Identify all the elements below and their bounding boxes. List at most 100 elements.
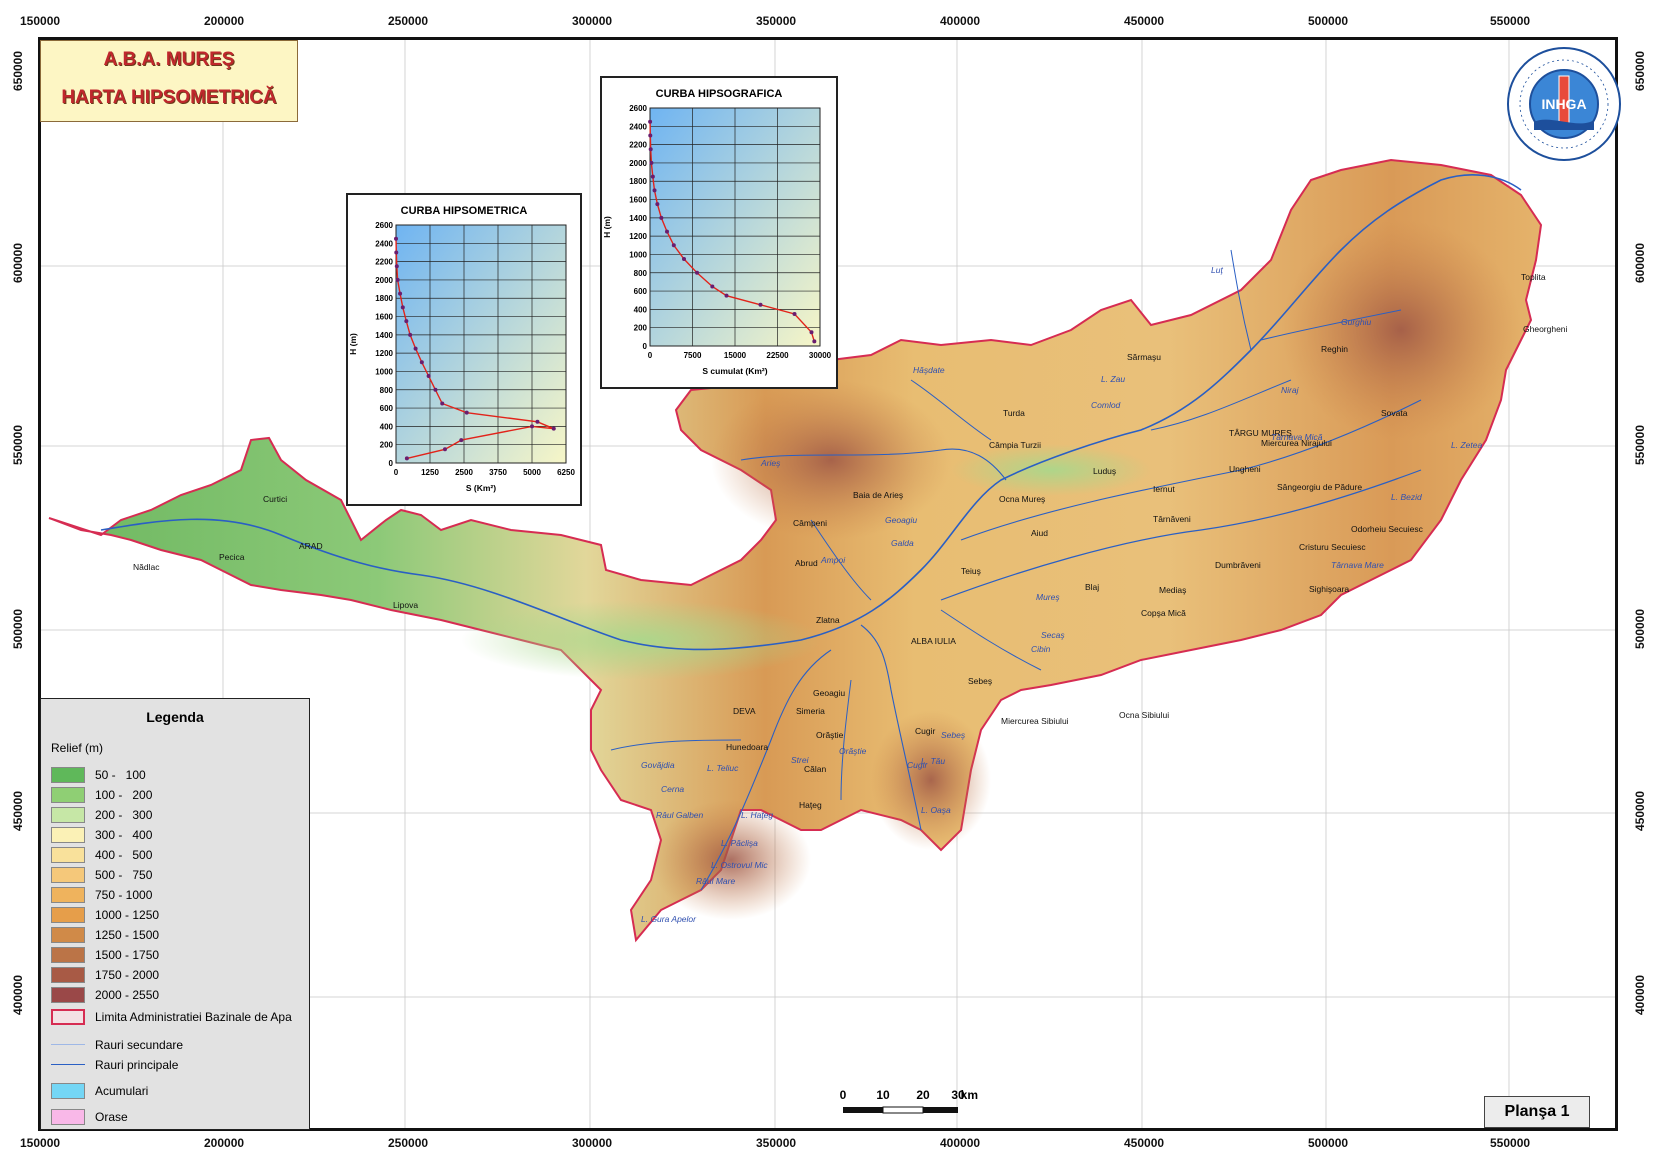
data-point bbox=[395, 277, 400, 282]
city-label[interactable]: Lipova bbox=[393, 600, 419, 610]
x-tick-top: 550000 bbox=[1490, 14, 1531, 28]
river-label[interactable]: Râul Galben bbox=[656, 810, 704, 820]
river-label[interactable]: Mureş bbox=[1036, 592, 1060, 602]
river-label[interactable]: L. Păclişa bbox=[721, 838, 758, 848]
city-label[interactable]: Reghin bbox=[1321, 344, 1348, 354]
city-label[interactable]: Sovata bbox=[1381, 408, 1408, 418]
sheet-label: Planşa 1 bbox=[1484, 1096, 1590, 1128]
city-label[interactable]: DEVA bbox=[733, 706, 756, 716]
city-label[interactable]: Miercurea Nirajului bbox=[1261, 438, 1332, 448]
relief-class-label: 300 - 400 bbox=[95, 828, 153, 842]
x-tick-label: 2500 bbox=[455, 468, 473, 477]
city-label[interactable]: Baia de Arieş bbox=[853, 490, 904, 500]
y-tick-label: 2400 bbox=[629, 122, 647, 131]
city-label[interactable]: Mediaş bbox=[1159, 585, 1187, 595]
relief-color-swatch bbox=[51, 867, 85, 883]
river-label[interactable]: L. Zetea bbox=[1451, 440, 1483, 450]
river-label[interactable]: Luţ bbox=[1211, 265, 1223, 275]
river-label[interactable]: L. Teliuc bbox=[707, 763, 739, 773]
city-label[interactable]: Geoagiu bbox=[813, 688, 846, 698]
y-tick-right: 600000 bbox=[1633, 242, 1647, 284]
city-label[interactable]: Turda bbox=[1003, 408, 1025, 418]
y-tick-label: 1800 bbox=[629, 177, 647, 186]
river-label[interactable]: L. Tău bbox=[921, 756, 946, 766]
city-label[interactable]: Abrud bbox=[795, 558, 818, 568]
city-label[interactable]: Târnăveni bbox=[1153, 514, 1191, 524]
legend-main-rivers: Rauri principale bbox=[51, 1055, 178, 1075]
city-label[interactable]: Copşa Mică bbox=[1141, 608, 1186, 618]
city-label[interactable]: Miercurea Sibiului bbox=[1001, 716, 1069, 726]
river-label[interactable]: Hăşdate bbox=[913, 365, 945, 375]
relief-color-swatch bbox=[51, 827, 85, 843]
river-label[interactable]: Comlod bbox=[1091, 400, 1121, 410]
river-label[interactable]: Orăştie bbox=[839, 746, 867, 756]
city-label[interactable]: Sângeorgiu de Pădure bbox=[1277, 482, 1363, 492]
city-label[interactable]: Ocna Sibiului bbox=[1119, 710, 1170, 720]
data-point bbox=[650, 174, 655, 179]
city-label[interactable]: Teiuş bbox=[961, 566, 981, 576]
city-label[interactable]: Cristuru Secuiesc bbox=[1299, 542, 1366, 552]
city-label[interactable]: Câmpeni bbox=[793, 518, 828, 528]
data-point bbox=[665, 229, 669, 234]
relief-color-swatch bbox=[51, 887, 85, 903]
river-label[interactable]: Cibin bbox=[1031, 644, 1051, 654]
city-label[interactable]: ALBA IULIA bbox=[911, 636, 956, 646]
city-label[interactable]: TÂRGU MUREŞ bbox=[1229, 428, 1292, 438]
river-label[interactable]: Ampoi bbox=[821, 555, 846, 565]
city-label[interactable]: Sebeş bbox=[968, 676, 993, 686]
river-label[interactable]: L. Ostrovul Mic bbox=[711, 860, 768, 870]
city-label[interactable]: Dumbrăveni bbox=[1215, 560, 1261, 570]
city-label[interactable]: Călan bbox=[804, 764, 827, 774]
river-label[interactable]: Arieş bbox=[761, 458, 781, 468]
relief-class-label: 1750 - 2000 bbox=[95, 968, 160, 982]
river-label[interactable]: L. Bezid bbox=[1391, 492, 1422, 502]
city-label[interactable]: Orăştie bbox=[816, 730, 844, 740]
river-mures bbox=[100, 174, 1522, 651]
city-label[interactable]: Curtici bbox=[263, 494, 288, 504]
city-label[interactable]: Nădlac bbox=[133, 562, 160, 572]
y-tick-right: 450000 bbox=[1633, 790, 1647, 832]
river-label[interactable]: L. Oaşa bbox=[921, 805, 951, 815]
city-label[interactable]: Iernut bbox=[1153, 484, 1175, 494]
river-label[interactable]: Cugir bbox=[907, 760, 928, 770]
river-label[interactable]: Târnava Mare bbox=[1331, 560, 1384, 570]
river-label[interactable]: Niraj bbox=[1281, 385, 1299, 395]
river-label[interactable]: Strei bbox=[791, 755, 809, 765]
river-label[interactable]: L. Haţeg bbox=[741, 810, 774, 820]
city-label[interactable]: ARAD bbox=[299, 541, 323, 551]
river-label[interactable]: Sebeş bbox=[941, 730, 966, 740]
river-label[interactable]: Râul Mare bbox=[696, 876, 736, 886]
data-point bbox=[440, 401, 445, 406]
city-label[interactable]: Pecica bbox=[219, 552, 245, 562]
river-label[interactable]: L. Gura Apelor bbox=[641, 914, 696, 924]
city-label[interactable]: Aiud bbox=[1031, 528, 1049, 538]
city-label[interactable]: Haţeg bbox=[799, 800, 822, 810]
y-tick-label: 2000 bbox=[629, 159, 647, 168]
city-label[interactable]: Ocna Mureş bbox=[999, 494, 1046, 504]
city-label[interactable]: Sighişoara bbox=[1309, 584, 1350, 594]
hypsometric-basemap[interactable] bbox=[41, 40, 1615, 1128]
river-label[interactable]: Secaş bbox=[1041, 630, 1065, 640]
city-label[interactable]: Luduş bbox=[1093, 466, 1117, 476]
river-label[interactable]: Galda bbox=[891, 538, 914, 548]
river-label[interactable]: Târnava Mică bbox=[1271, 432, 1323, 442]
city-label[interactable]: Sărmaşu bbox=[1127, 352, 1162, 362]
river-label[interactable]: Gurghiu bbox=[1341, 317, 1372, 327]
y-tick-left: 650000 bbox=[11, 50, 25, 92]
city-label[interactable]: Ungheni bbox=[1229, 464, 1261, 474]
city-label[interactable]: Simeria bbox=[796, 706, 825, 716]
river-label[interactable]: Govăjdia bbox=[641, 760, 675, 770]
city-label[interactable]: Câmpia Turzii bbox=[989, 440, 1041, 450]
city-label[interactable]: Odorheiu Secuiesc bbox=[1351, 524, 1423, 534]
river-label[interactable]: Geoagiu bbox=[885, 515, 918, 525]
city-label[interactable]: Gheorgheni bbox=[1523, 324, 1568, 334]
city-label[interactable]: Toplita bbox=[1521, 272, 1546, 282]
city-label[interactable]: Cugir bbox=[915, 726, 936, 736]
river-label[interactable]: Cerna bbox=[661, 784, 685, 794]
city-label[interactable]: Zlatna bbox=[816, 615, 840, 625]
city-label[interactable]: Blaj bbox=[1085, 582, 1100, 592]
river-label[interactable]: L. Zau bbox=[1101, 374, 1126, 384]
map-title-line2: HARTA HIPSOMETRICĂ bbox=[61, 87, 277, 108]
city-label[interactable]: Hunedoara bbox=[726, 742, 769, 752]
river-ampoi bbox=[810, 519, 872, 601]
